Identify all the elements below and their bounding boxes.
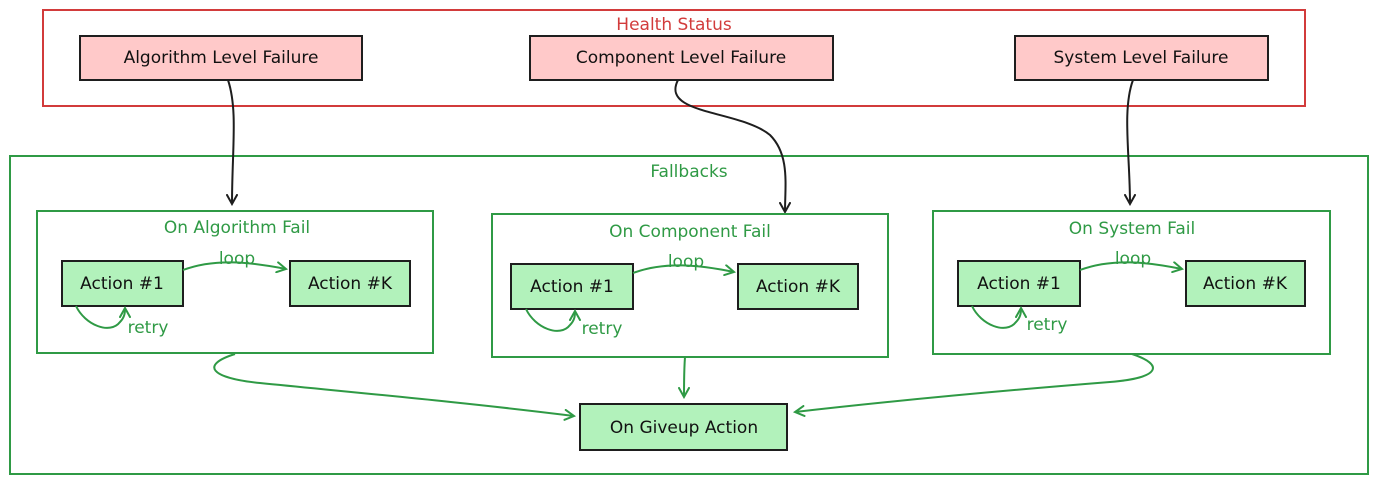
group-algorithm-fail-title: On Algorithm Fail: [164, 218, 310, 238]
group-component-loop-arrow: [632, 265, 734, 273]
group-component-retry-arrow: [525, 308, 575, 332]
failure-box-algorithm: [79, 35, 363, 81]
arrow-component-failure-to-group: [674, 79, 785, 212]
group-component-action-first: [510, 263, 634, 310]
giveup-action-label: On Giveup Action: [610, 418, 758, 438]
group-system-loop-arrow: [1079, 262, 1182, 270]
arrow-algorithm-failure-to-group: [228, 79, 234, 204]
group-algorithm-action-last-label: Action #K: [308, 274, 393, 294]
arrow-system-to-giveup: [795, 353, 1154, 412]
arrow-component-to-giveup: [684, 356, 685, 397]
group-component-retry-label: retry: [582, 319, 623, 339]
group-system-loop-label: loop: [1115, 249, 1151, 269]
group-system-fail-title: On System Fail: [1069, 219, 1195, 239]
group-component-action-last: [737, 263, 859, 310]
group-algorithm-loop-label: loop: [219, 249, 255, 269]
group-algorithm-retry-arrow: [75, 305, 125, 329]
failure-label-system: System Level Failure: [1053, 48, 1228, 68]
group-component-action-last-label: Action #K: [756, 277, 841, 297]
group-algorithm-action-last: [289, 260, 411, 307]
group-system-retry-arrow: [971, 305, 1021, 329]
group-component-fail-title: On Component Fail: [609, 222, 771, 242]
group-algorithm-fail: [36, 210, 434, 354]
giveup-action-box: [579, 403, 788, 451]
fallbacks-container: [9, 155, 1369, 475]
group-system-action-first-label: Action #1: [977, 274, 1061, 294]
group-component-loop-label: loop: [668, 252, 704, 272]
health-status-container: [42, 9, 1306, 107]
group-system-retry-label: retry: [1027, 315, 1068, 335]
group-system-action-last: [1185, 260, 1306, 307]
arrow-algorithm-to-giveup: [213, 353, 574, 416]
failure-label-component: Component Level Failure: [576, 48, 786, 68]
failure-label-algorithm: Algorithm Level Failure: [124, 48, 319, 68]
group-algorithm-loop-arrow: [182, 261, 286, 270]
failure-box-system: [1014, 35, 1269, 81]
group-system-action-last-label: Action #K: [1203, 274, 1288, 294]
health-status-title: Health Status: [616, 15, 732, 35]
group-algorithm-action-first-label: Action #1: [80, 274, 164, 294]
arrow-system-failure-to-group: [1127, 79, 1133, 204]
fallbacks-title: Fallbacks: [650, 162, 727, 182]
group-algorithm-retry-label: retry: [128, 318, 169, 338]
group-system-fail: [932, 210, 1331, 355]
group-component-action-first-label: Action #1: [530, 277, 614, 297]
group-component-fail: [491, 213, 889, 358]
failure-box-component: [529, 35, 834, 81]
group-system-action-first: [957, 260, 1081, 307]
